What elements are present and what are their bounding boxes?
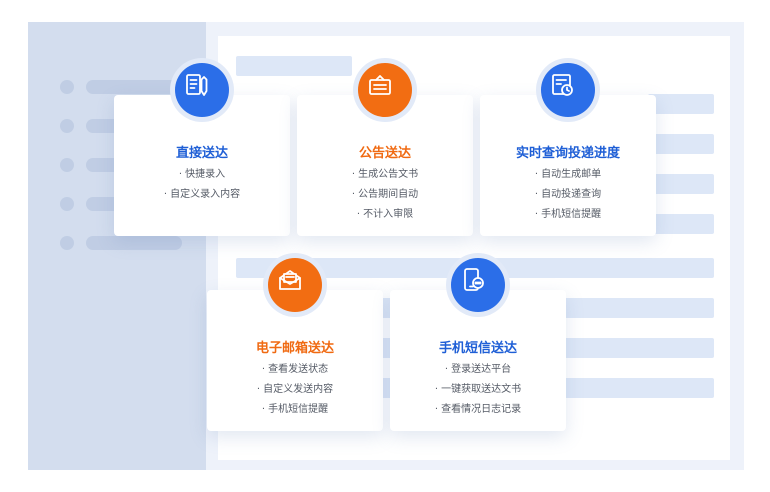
mobile-message-icon	[464, 268, 484, 291]
envelope-icon	[279, 270, 301, 290]
card-title: 手机短信送达	[438, 341, 517, 356]
content-line	[648, 174, 714, 194]
card-title: 直接送达	[175, 146, 228, 161]
card-feature: · 生成公告文书	[351, 169, 419, 180]
content-line	[236, 56, 352, 76]
card-feature: · 登录送达平台	[444, 364, 512, 375]
card-feature: · 自动投递查询	[534, 189, 602, 200]
document-clock-badge	[536, 58, 600, 122]
sidebar-dot	[60, 158, 74, 172]
card-feature-list: · 查看发送状态 · 自定义发送内容 · 手机短信提醒	[207, 360, 383, 420]
card-feature: · 公告期间自动	[351, 189, 419, 200]
notice-board-icon	[369, 75, 391, 95]
sidebar-dot	[60, 119, 74, 133]
content-line	[648, 214, 714, 234]
card-feature-list: · 登录送达平台 · 一键获取送达文书 · 查看情况日志记录	[390, 360, 566, 420]
card-feature: · 自定义发送内容	[256, 384, 334, 395]
card-feature: · 查看发送状态	[261, 364, 329, 375]
card-feature: · 查看情况日志记录	[434, 404, 522, 415]
card-feature: · 手机短信提醒	[534, 209, 602, 220]
card-feature-list: · 快捷录入 · 自定义录入内容	[114, 165, 290, 205]
card-feature: · 一键获取送达文书	[434, 384, 522, 395]
content-line	[648, 134, 714, 154]
card-feature: · 手机短信提醒	[261, 404, 329, 415]
card-feature: · 自定义录入内容	[163, 189, 241, 200]
card-title: 公告送达	[358, 146, 411, 161]
document-clock-icon	[552, 74, 573, 96]
card-feature: · 不计入审限	[356, 209, 414, 220]
card-feature: · 自动生成邮单	[534, 169, 602, 180]
mobile-message-badge	[446, 253, 510, 317]
sidebar-dot	[60, 80, 74, 94]
envelope-badge	[263, 253, 327, 317]
document-pen-badge	[170, 58, 234, 122]
card-title: 实时查询投递进度	[515, 146, 620, 161]
card-feature-list: · 生成公告文书 · 公告期间自动 · 不计入审限	[297, 165, 473, 225]
content-line	[648, 94, 714, 114]
sidebar-bar	[86, 80, 182, 94]
sidebar-dot	[60, 236, 74, 250]
card-feature: · 快捷录入	[178, 169, 226, 180]
card-title: 电子邮箱送达	[255, 341, 334, 356]
card-feature-list: · 自动生成邮单 · 自动投递查询 · 手机短信提醒	[480, 165, 656, 225]
sidebar-bar	[86, 236, 182, 250]
notice-board-badge	[353, 58, 417, 122]
document-pen-icon	[186, 74, 208, 96]
sidebar-dot	[60, 197, 74, 211]
